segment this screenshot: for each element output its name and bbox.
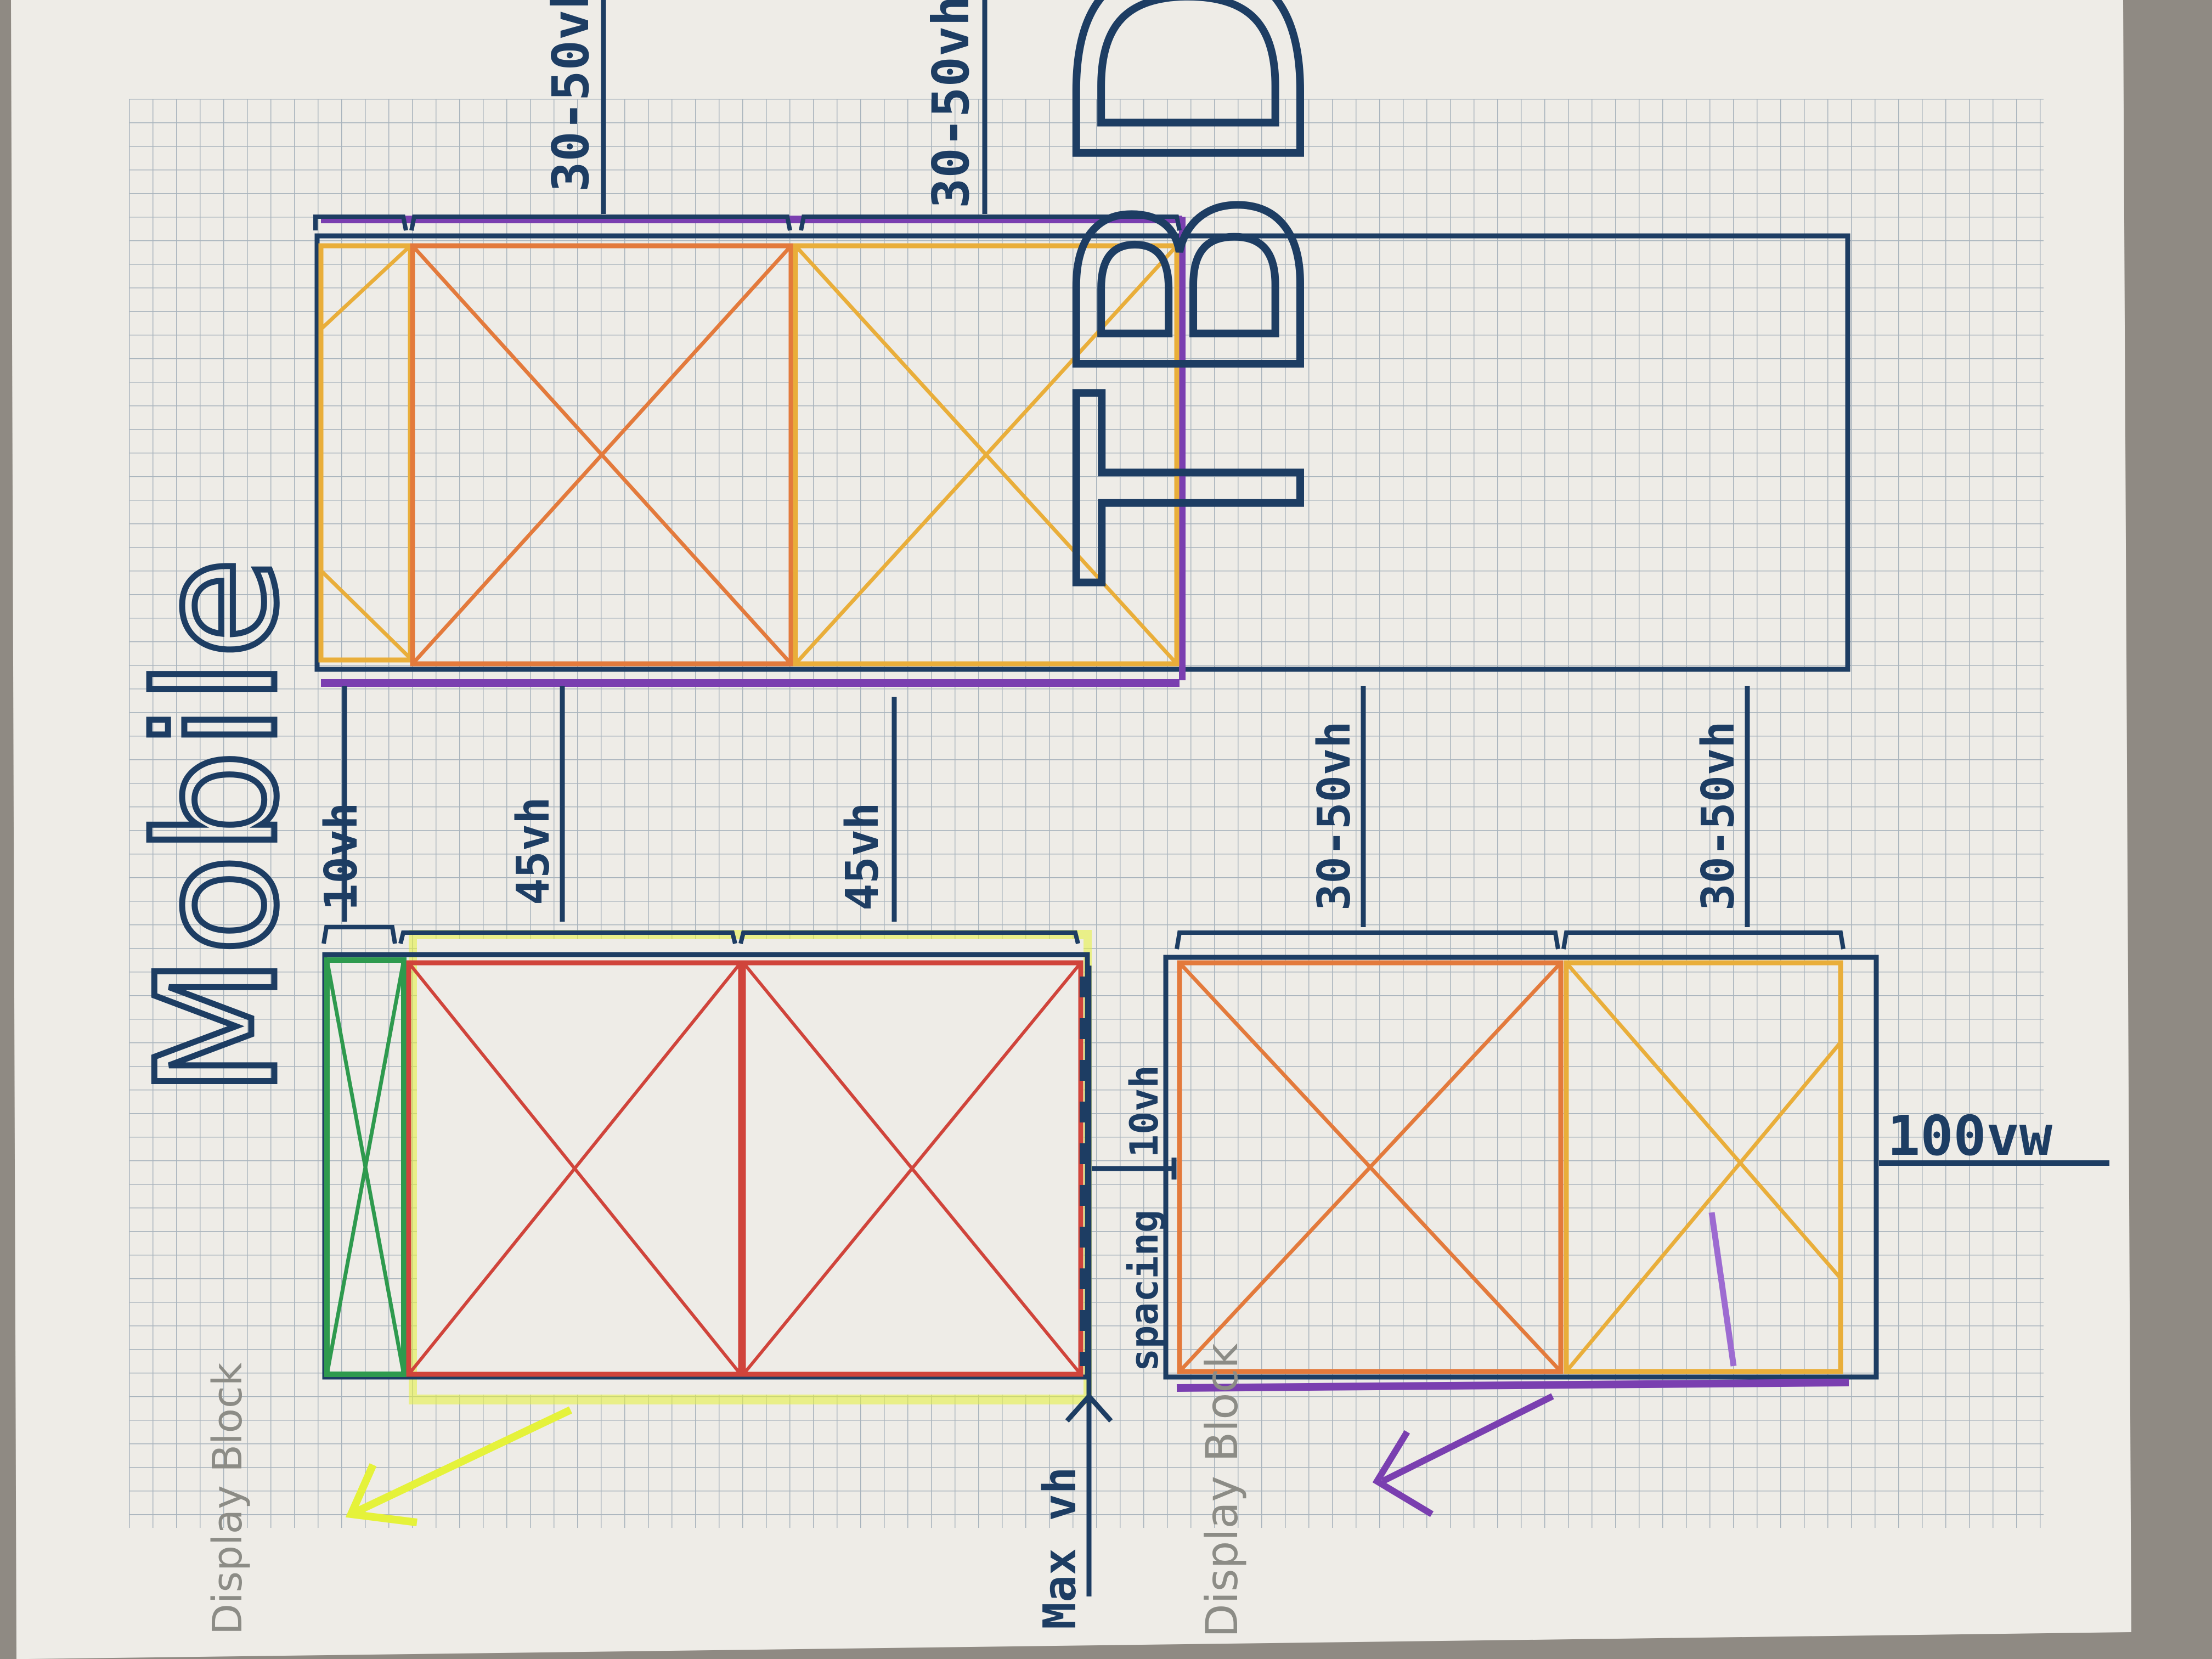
right-row-layout <box>1163 686 2109 1517</box>
middle-row-layout <box>321 686 1177 1596</box>
dim-top-a: 30-50vh <box>541 0 600 192</box>
spacing-10vh-label: 10vh <box>1122 1065 1167 1158</box>
dim-mid-45a: 45vh <box>507 797 560 905</box>
width-100vw-label: 100vw <box>1887 1104 2053 1168</box>
dim-mid-30a: 30-50vh <box>1308 721 1361 911</box>
top-row-layout <box>313 0 1850 687</box>
dim-top-b: 30-50vh <box>922 0 980 208</box>
display-block-right: Display Block <box>1197 1343 1248 1638</box>
tbd-label: TBD <box>1015 0 1373 586</box>
display-block-left: Display Block <box>204 1362 251 1635</box>
dim-mid-30b: 30-50vh <box>1692 721 1745 911</box>
spacing-label: spacing <box>1122 1210 1167 1372</box>
page-title: Mobile <box>122 557 313 1097</box>
max-vh-label: Max vh <box>1034 1467 1086 1629</box>
dim-mid-10: 10vh <box>315 803 368 911</box>
dim-mid-45b: 45vh <box>837 803 889 911</box>
